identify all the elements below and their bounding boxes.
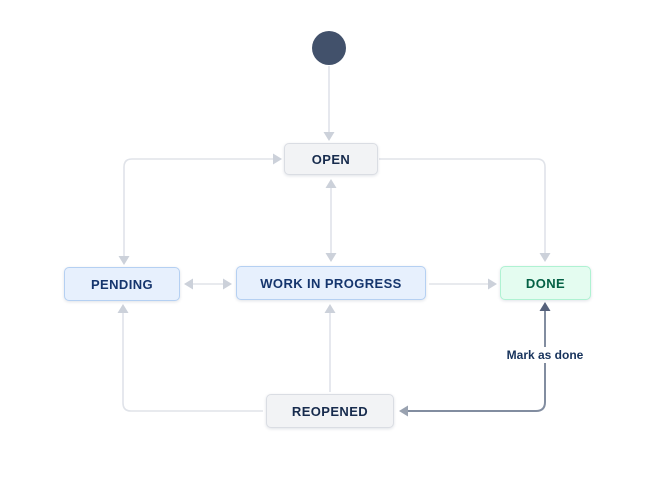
arrowhead-up-icon [324,304,336,313]
arrowhead-right-icon [273,153,282,165]
status-node-work-in-progress[interactable]: WORK IN PROGRESS [236,266,426,300]
transition-pending-work-in-progress[interactable] [184,278,232,290]
arrowhead-left-icon [184,278,193,290]
arrowhead-down-icon [118,256,130,265]
transition-start-to-open[interactable] [323,66,335,141]
status-label-open: OPEN [311,151,351,167]
transition-reopened-to-work-in-progress[interactable] [324,304,336,392]
arrowhead-left-icon [399,405,408,417]
transition-open-work-in-progress[interactable] [325,179,337,262]
transition-mark-as-done[interactable] [399,302,551,417]
start-node[interactable] [312,31,346,65]
arrowhead-down-icon [539,253,551,262]
arrowhead-up-icon [117,304,129,313]
transition-work-in-progress-to-done[interactable] [429,278,497,290]
status-node-pending[interactable]: PENDING [64,267,180,301]
status-label-pending: PENDING [90,276,154,292]
status-label-work-in-progress: WORK IN PROGRESS [260,275,402,291]
arrowhead-up-icon [325,179,337,188]
arrowhead-up-icon [539,302,551,311]
transition-reopened-to-pending[interactable] [117,304,264,412]
status-label-reopened: REOPENED [291,403,369,419]
status-node-reopened[interactable]: REOPENED [266,394,394,428]
arrowhead-right-icon [488,278,497,290]
arrowhead-right-icon [223,278,232,290]
transition-label-mark-as-done[interactable]: Mark as done [502,347,588,363]
status-label-done: DONE [525,275,566,291]
arrowhead-down-icon [323,132,335,141]
status-node-open[interactable]: OPEN [284,143,378,175]
transition-open-to-done[interactable] [379,158,551,262]
transition-open-pending[interactable] [118,153,283,266]
arrowhead-down-icon [325,253,337,262]
status-node-done[interactable]: DONE [500,266,591,300]
